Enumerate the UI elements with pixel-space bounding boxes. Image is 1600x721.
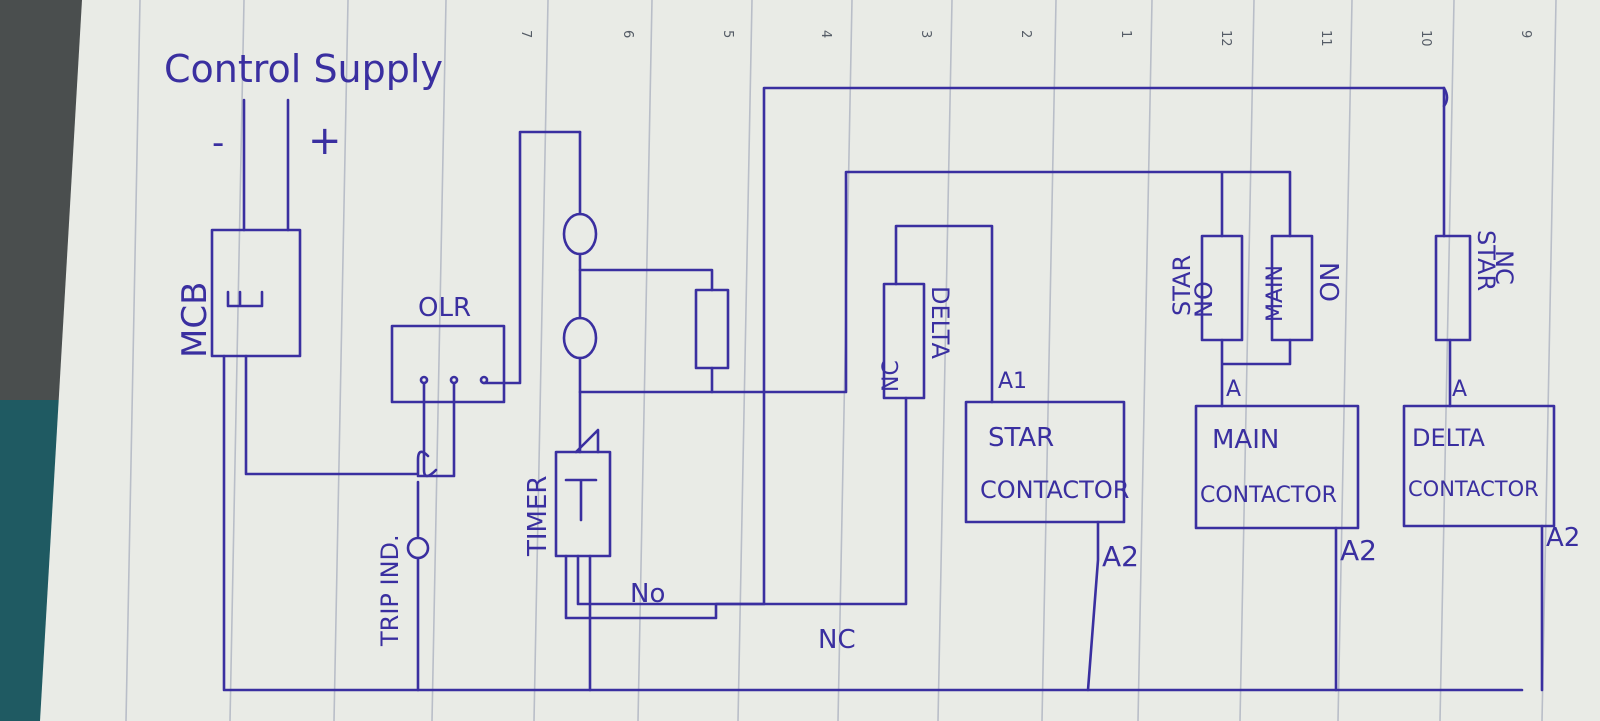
ruled-line <box>637 0 653 721</box>
main-contactor-box <box>1194 404 1360 530</box>
star-no-side-label: STAR <box>1168 255 1196 316</box>
ruled-line <box>333 0 349 721</box>
mcb-to-olr-wire <box>244 354 430 476</box>
line-number: 12 <box>1218 30 1233 47</box>
ruled-line <box>1337 0 1353 721</box>
ruled-line <box>1137 0 1153 721</box>
line-number: 5 <box>720 30 735 38</box>
nc-to-star-a1-wire <box>894 224 994 404</box>
ruled-line <box>937 0 953 721</box>
line-number: 2 <box>1018 30 1033 38</box>
line-numbers: 7 6 5 4 3 2 1 12 11 10 9 <box>518 30 1533 47</box>
delta-contactor-line2: CONTACTOR <box>1408 477 1539 501</box>
line-number: 3 <box>918 30 933 38</box>
star-nc-label: NC <box>1490 250 1518 285</box>
line-number: 9 <box>1518 30 1533 38</box>
ruled-line <box>431 0 447 721</box>
delta-a1-label: A <box>1452 377 1467 402</box>
mcb-box <box>210 228 302 358</box>
nc-contact-label: NC <box>879 360 904 392</box>
delta-contact-label: DELTA <box>926 286 954 360</box>
olr-label: OLR <box>418 293 471 323</box>
title-control-supply: Control Supply <box>164 47 443 91</box>
star-a1-label: A1 <box>998 369 1027 394</box>
line-number: 1 <box>1118 30 1133 38</box>
main-a2-label: A2 <box>1340 534 1377 567</box>
main-no-label: NO <box>1313 262 1343 302</box>
main-a1-label: A <box>1226 377 1241 402</box>
timer-label: TIMER <box>523 476 553 557</box>
ruled-line <box>533 0 549 721</box>
ruled-line <box>1439 0 1455 721</box>
common-return-wire <box>222 354 1524 692</box>
ruled-line <box>125 0 141 721</box>
olr-return-wire <box>416 381 456 478</box>
timer-t-symbol <box>564 478 598 522</box>
timer-nc-wire <box>564 396 908 620</box>
line-number: 11 <box>1318 30 1333 47</box>
trip-indicator-label: TRIP IND. <box>376 534 404 647</box>
supply-plus-label: + <box>308 118 342 164</box>
no-contact-label: NO <box>1190 281 1218 318</box>
main-feed-wire <box>1220 338 1292 408</box>
line-number: 7 <box>518 30 533 38</box>
line-number: 6 <box>620 30 635 38</box>
timer-nc-label: NC <box>818 625 856 655</box>
star-contactor-box <box>964 400 1126 524</box>
timer-box <box>554 450 612 558</box>
delta-contactor-line1: DELTA <box>1412 424 1486 452</box>
resistor-feed-wire <box>578 268 714 292</box>
main-contactor-line1: MAIN <box>1212 425 1279 455</box>
timer-no-label: No <box>630 579 665 609</box>
mcb-label: MCB <box>175 282 215 358</box>
ruled-line <box>1541 0 1557 721</box>
ruled-line <box>1041 0 1057 721</box>
star-a2-wire <box>1086 520 1100 692</box>
mcb-symbol <box>226 290 264 308</box>
ruled-line <box>229 0 245 721</box>
main-no-contact <box>1270 234 1314 342</box>
star-main-feed-wire <box>578 170 1292 394</box>
star-nc-contact <box>1434 234 1472 342</box>
line-number: 4 <box>818 30 833 38</box>
delta-a2-label: A2 <box>1546 523 1580 553</box>
ruled-line <box>737 0 753 721</box>
line-number: 10 <box>1418 30 1433 47</box>
supply-minus-label: - <box>212 123 224 163</box>
ruled-line <box>1239 0 1255 721</box>
nc-delta-contact <box>882 282 926 400</box>
delta-contactor-box <box>1402 404 1556 528</box>
star-contactor-line1: STAR <box>988 423 1054 453</box>
main-contact-label: MAIN <box>1263 265 1288 322</box>
olr-box <box>390 324 506 404</box>
star-a2-label: A2 <box>1102 540 1139 573</box>
star-nc-contact-label: STAR <box>1472 230 1500 291</box>
main-contactor-line2: CONTACTOR <box>1200 483 1337 508</box>
timer-flag <box>574 428 600 454</box>
star-contactor-line2: CONTACTOR <box>980 476 1129 504</box>
timer-no-wire <box>576 86 1446 606</box>
olr-to-coil-wire <box>482 130 582 385</box>
notebook-paper <box>40 0 1600 721</box>
delta-feed-bend <box>1442 86 1449 108</box>
wiring <box>210 86 1556 692</box>
